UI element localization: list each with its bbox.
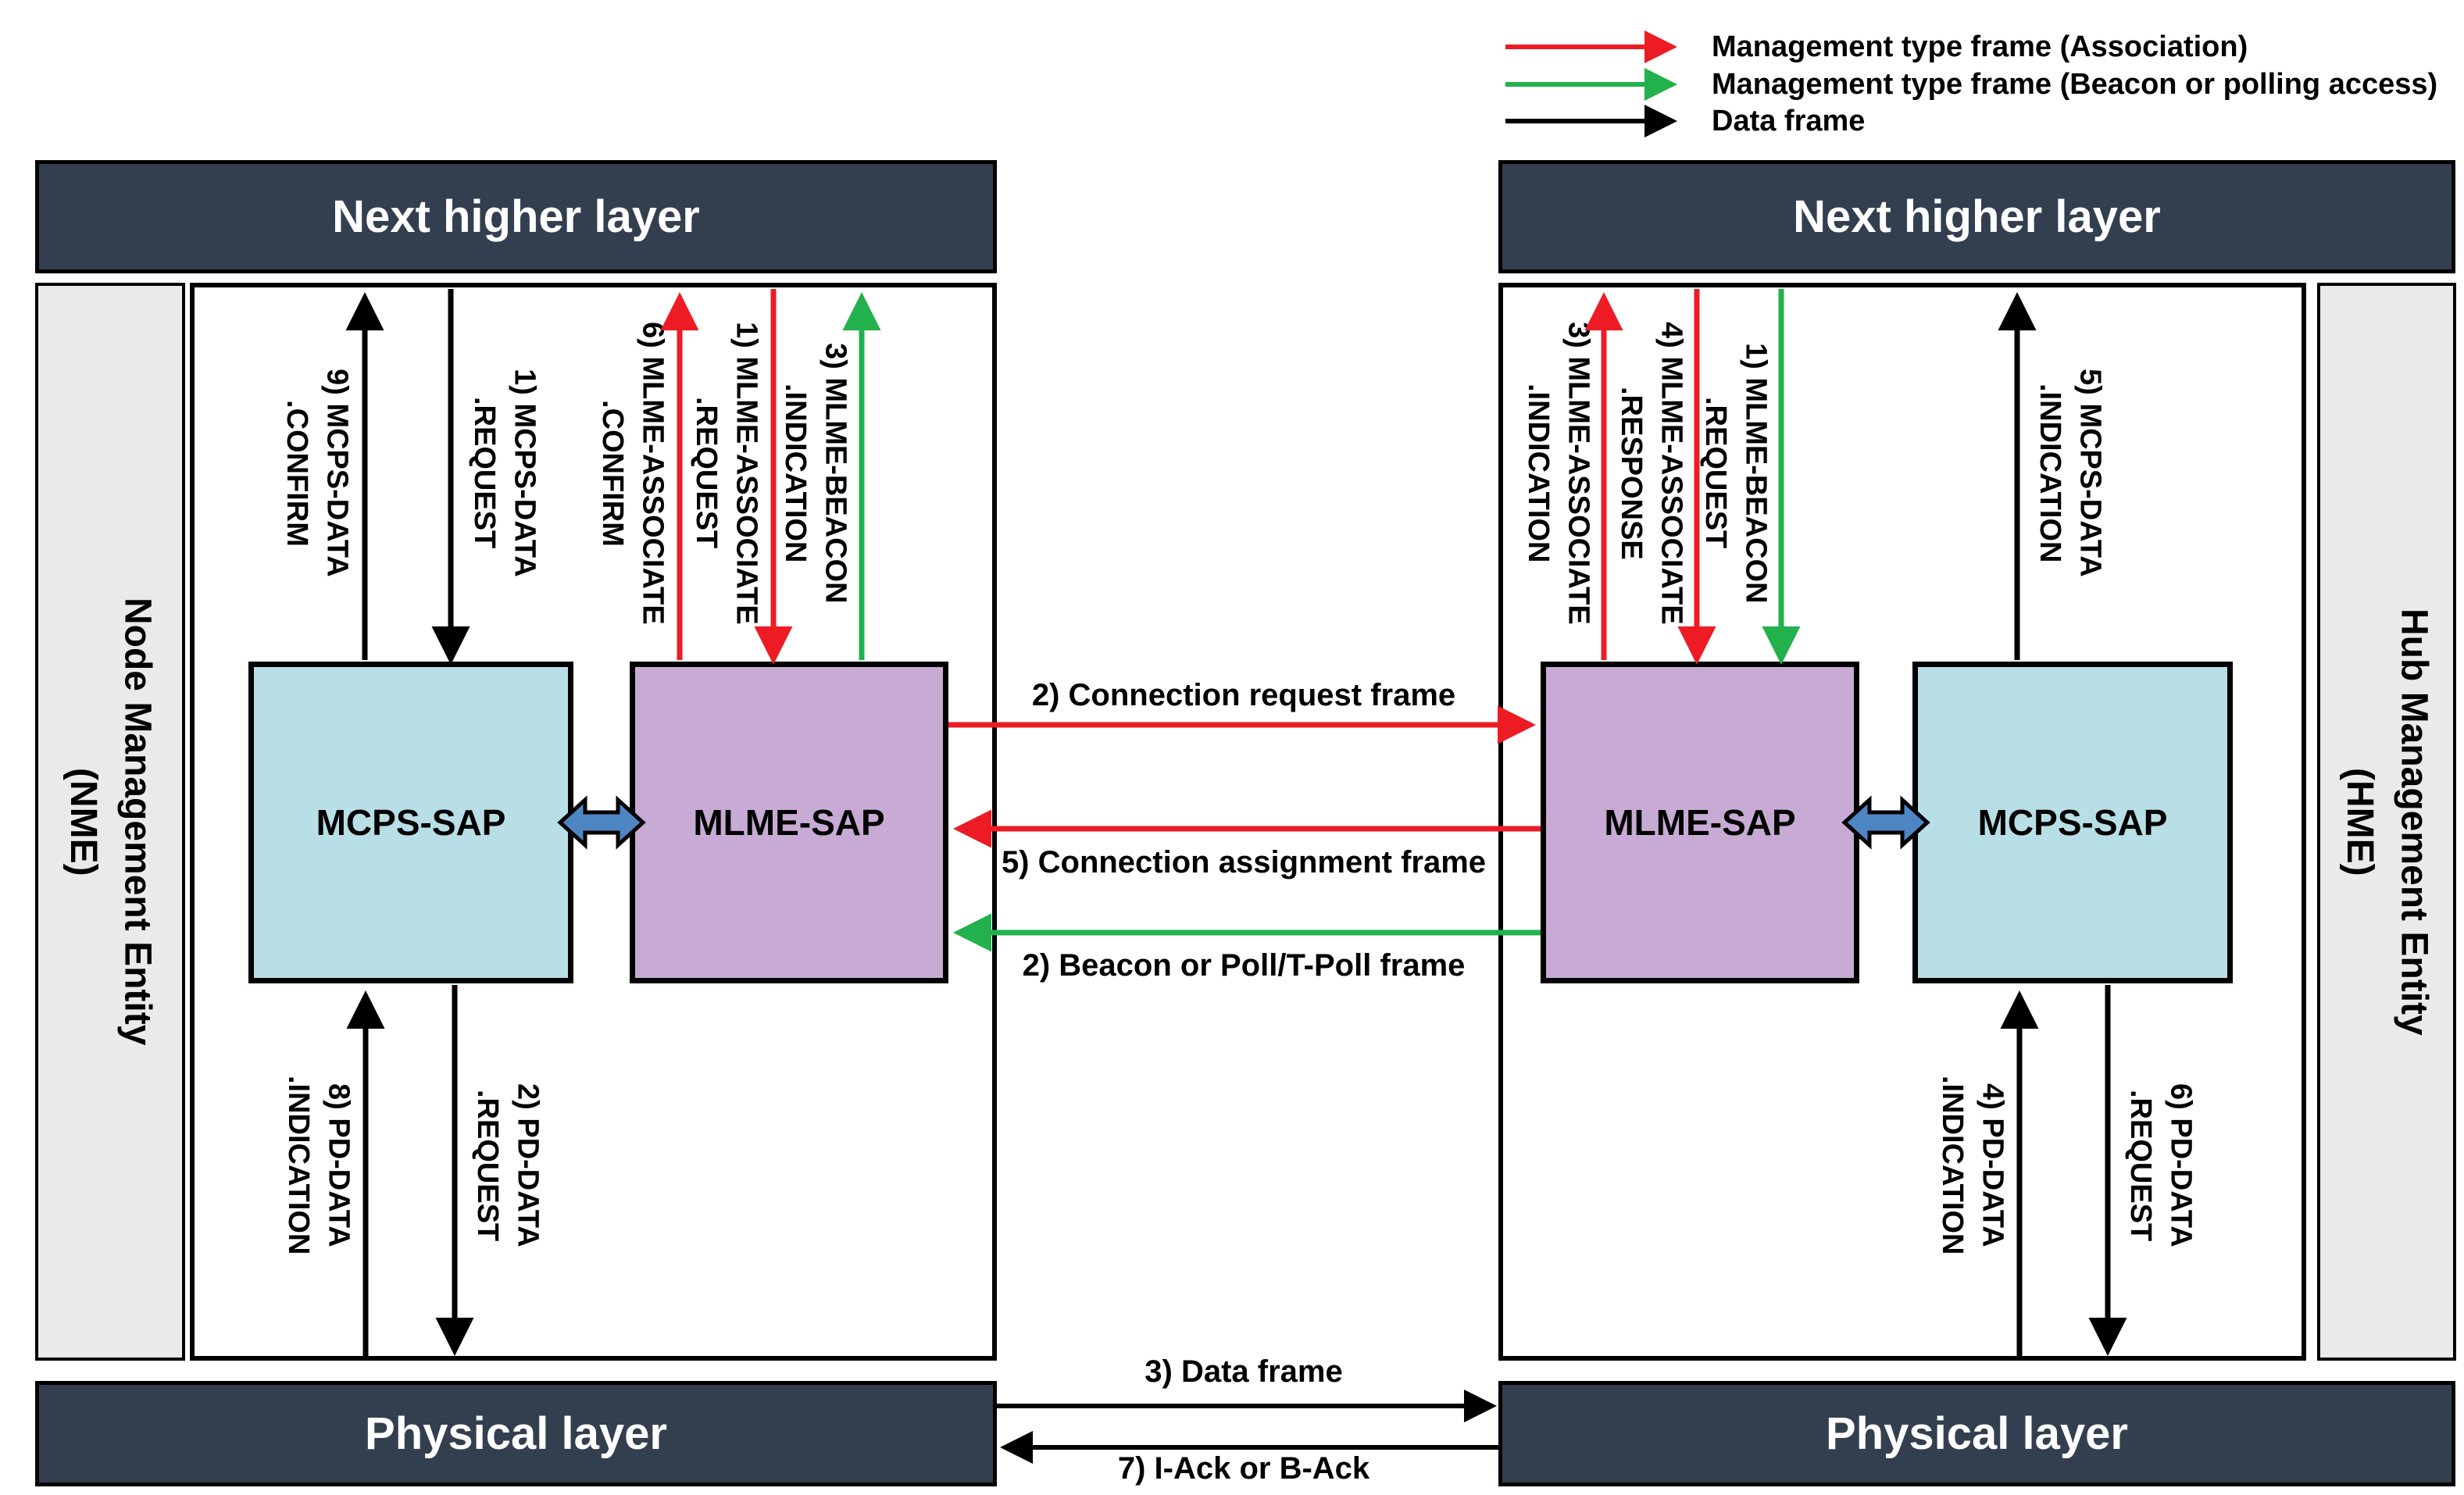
hub-management-entity-sidebar: Hub Management Entity (HME) <box>2317 283 2456 1361</box>
node-mlme-beacon-indication-label: 3) MLME-BEACON.INDICATION <box>779 342 852 604</box>
bar-label: Physical layer <box>365 1408 667 1459</box>
hub-physical-layer-bar: Physical layer <box>1498 1381 2455 1486</box>
green-arrow-icon <box>1505 68 1677 101</box>
node-mcps-sap-box: MCPS-SAP <box>248 662 573 983</box>
legend-label: Data frame <box>1712 104 1866 137</box>
black-arrow-icon <box>1505 105 1677 137</box>
hub-mlme-response-label: 4) MLME-ASSOCIATE.RESPONSE <box>1615 321 1688 625</box>
legend-item-association: Management type frame (Association) <box>1504 30 2248 64</box>
legend-label: Management type frame (Beacon or polling… <box>1712 67 2438 101</box>
iack-back-label: 7) I-Ack or B-Ack <box>1117 1451 1370 1486</box>
hub-pd-request-label: 6) PD-DATA.REQUEST <box>2124 1083 2198 1247</box>
hme-label: Hub Management Entity (HME) <box>2339 608 2435 1036</box>
node-next-higher-layer-header: Next higher layer <box>35 160 997 273</box>
node-pd-indication-label: 8) PD-DATA.INDICATION <box>282 1076 355 1255</box>
beacon-poll-frame-label: 2) Beacon or Poll/T-Poll frame <box>1022 948 1466 983</box>
box-label: MLME-SAP <box>693 802 885 843</box>
nme-label: Node Management Entity (NME) <box>62 598 159 1046</box>
node-pd-request-label: 2) PD-DATA.REQUEST <box>471 1083 545 1247</box>
hub-mcps-indication-label: 5) MCPS-DATA.INDICATION <box>2034 369 2107 577</box>
legend-item-beacon-polling: Management type frame (Beacon or polling… <box>1504 67 2437 102</box>
node-mlme-confirm-label: 6) MLME-ASSOCIATE.CONFIRM <box>596 321 670 625</box>
header-label: Next higher layer <box>1793 191 2161 242</box>
red-arrow-icon <box>1505 30 1677 63</box>
legend-item-data-frame: Data frame <box>1504 104 1865 138</box>
connection-assignment-frame-label: 5) Connection assignment frame <box>1001 845 1487 880</box>
legend-label: Management type frame (Association) <box>1712 30 2248 63</box>
hub-pd-indication-label: 4) PD-DATA.INDICATION <box>1936 1076 2009 1255</box>
node-mlme-request-label: 1) MLME-ASSOCIATE.REQUEST <box>690 321 763 625</box>
hub-next-higher-layer-header: Next higher layer <box>1498 160 2455 273</box>
node-physical-layer-bar: Physical layer <box>35 1381 997 1486</box>
mac-frame-arrows <box>948 705 1541 952</box>
box-label: MCPS-SAP <box>316 802 506 843</box>
node-mcps-confirm-label: 9) MCPS-DATA.CONFIRM <box>280 369 354 577</box>
box-label: MLME-SAP <box>1604 802 1796 843</box>
node-mcps-request-label: 1) MCPS-DATA.REQUEST <box>468 369 541 577</box>
hub-mcps-sap-box: MCPS-SAP <box>1912 662 2233 983</box>
connection-request-frame-label: 2) Connection request frame <box>1031 678 1456 712</box>
header-label: Next higher layer <box>332 191 700 242</box>
bar-label: Physical layer <box>1826 1408 2128 1459</box>
node-mlme-sap-box: MLME-SAP <box>630 662 948 983</box>
hub-mlme-beacon-request-label: 1) MLME-BEACON.REQUEST <box>1699 342 1773 604</box>
hub-mlme-sap-box: MLME-SAP <box>1541 662 1859 983</box>
box-label: MCPS-SAP <box>1977 802 2168 843</box>
phy-frame-arrows <box>997 1390 1498 1464</box>
hub-mlme-indication-label: 3) MLME-ASSOCIATE.INDICATION <box>1522 321 1595 625</box>
data-frame-label: 3) Data frame <box>1145 1354 1343 1389</box>
node-management-entity-sidebar: Node Management Entity (NME) <box>35 283 185 1361</box>
